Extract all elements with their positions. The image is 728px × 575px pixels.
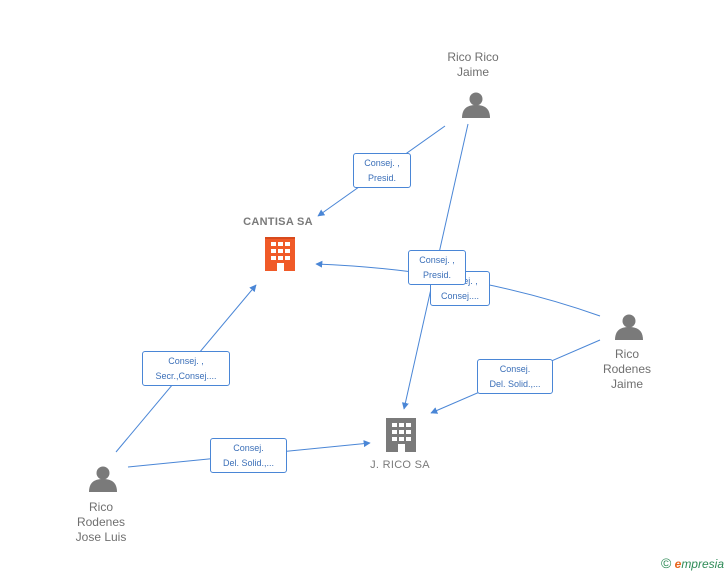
person-label-rico-rodenes-jose-luis[interactable]: Rico Rodenes Jose Luis xyxy=(75,500,127,544)
person-icon[interactable] xyxy=(615,314,643,341)
edge-label-role[interactable]: Consej. , Presid. xyxy=(408,250,466,285)
company-label-cantisa[interactable]: CANTISA SA xyxy=(243,216,313,228)
brand-logo-text: mpresia xyxy=(681,557,724,571)
edge-label-role[interactable]: Consej. , Secr.,Consej.... xyxy=(142,351,230,386)
building-icon[interactable] xyxy=(386,418,416,452)
person-icon[interactable] xyxy=(462,92,490,119)
copyright-symbol: © xyxy=(660,555,672,571)
edge-label-role[interactable]: Consej. Del. Solid.,... xyxy=(477,359,553,394)
building-icon[interactable] xyxy=(265,237,295,271)
person-icon[interactable] xyxy=(89,466,117,493)
brand-watermark: © empresia xyxy=(661,555,724,571)
edge-label-role[interactable]: Consej. , Presid. xyxy=(353,153,411,188)
person-label-rico-rico-jaime[interactable]: Rico Rico Jaime xyxy=(447,50,499,79)
person-label-rico-rodenes-jaime[interactable]: Rico Rodenes Jaime xyxy=(602,347,652,391)
edge-label-role[interactable]: Consej. Del. Solid.,... xyxy=(210,438,287,473)
brand-logo-e: e xyxy=(674,557,682,571)
company-label-j-rico[interactable]: J. RICO SA xyxy=(370,459,430,471)
